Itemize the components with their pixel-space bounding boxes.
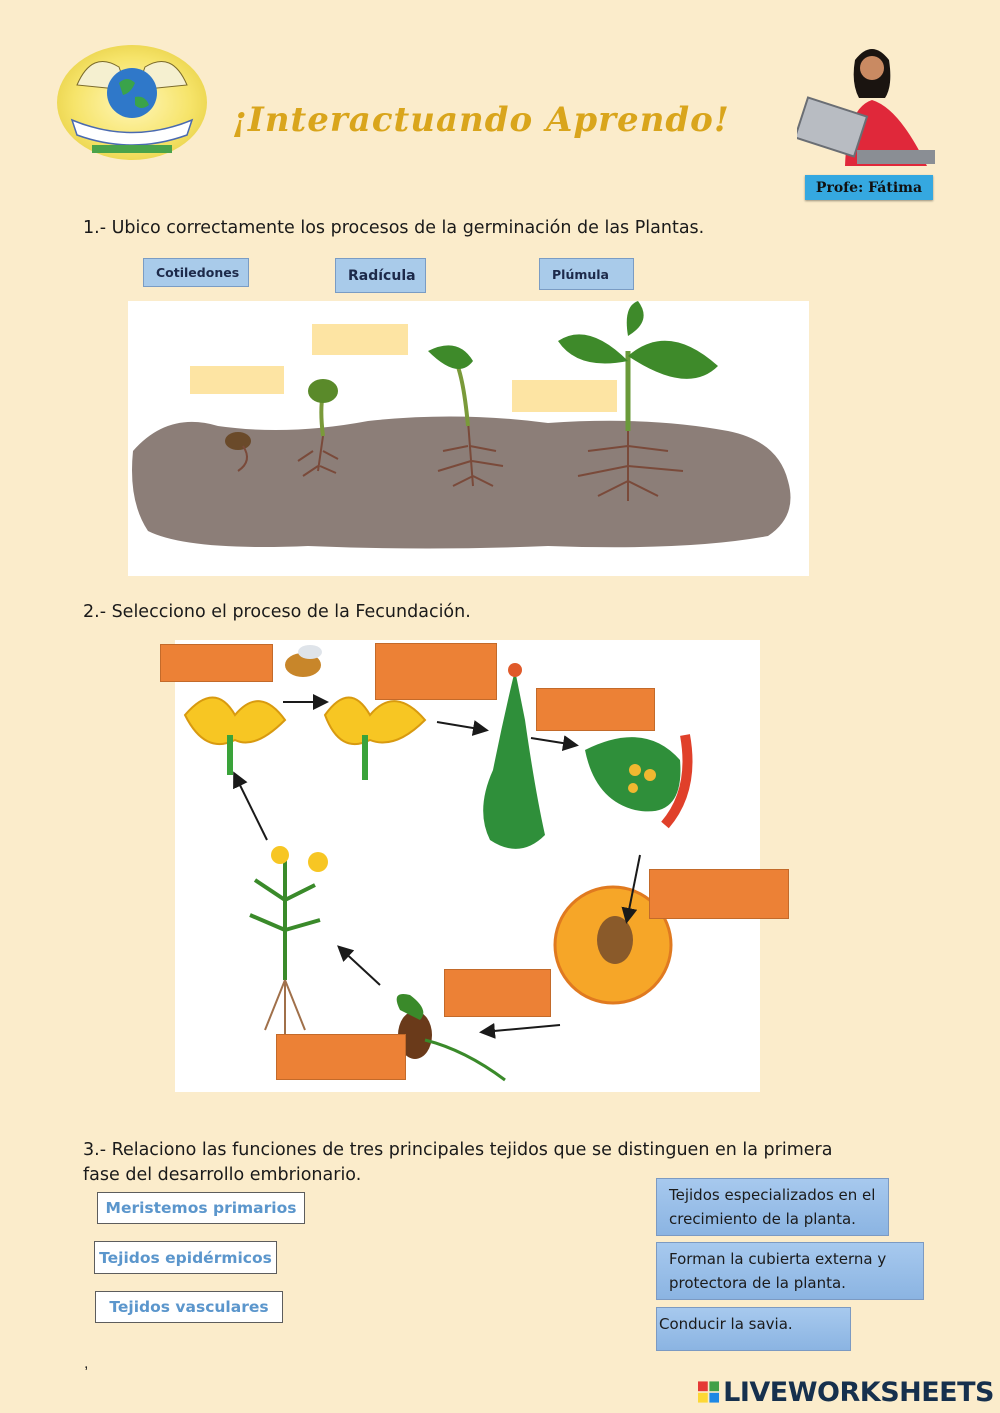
draggable-label-radicula[interactable]: Radícula [335,258,426,293]
tissue-tejidos-epidermicos[interactable]: Tejidos epidérmicos [94,1241,277,1274]
question-1: 1.- Ubico correctamente los procesos de … [83,218,705,238]
teacher-photo [793,38,937,166]
drop-slot-fecundacion-3[interactable] [536,688,655,731]
teacher-name-badge: Profe: Fátima [805,175,933,200]
germination-illustration [128,301,809,576]
liveworksheets-brand: LIVEWORKSHEETS [723,1376,994,1408]
drop-slot-fecundacion-4[interactable] [649,869,789,919]
drop-slot-fecundacion-2[interactable] [375,643,497,700]
drop-slot-1[interactable] [190,366,284,394]
question-2: 2.- Selecciono el proceso de la Fecundac… [83,602,471,622]
stray-mark: , [84,1355,89,1372]
question-3-line-2: fase del desarrollo embrionario. [83,1165,362,1185]
function-crecimiento[interactable]: Tejidos especializados en el crecimiento… [656,1178,889,1236]
drop-slot-fecundacion-5[interactable] [444,969,551,1017]
page-title: ¡Interactuando Aprendo! [232,100,730,140]
drop-slot-3[interactable] [512,380,617,412]
drop-slot-2[interactable] [312,324,408,355]
drop-slot-fecundacion-1[interactable] [160,644,273,682]
draggable-label-plumula[interactable]: Plúmula [539,258,634,290]
tissue-meristemos-primarios[interactable]: Meristemos primarios [97,1192,305,1224]
question-3-line-1: 3.- Relaciono las funciones de tres prin… [83,1140,833,1160]
liveworksheets-logo: LIVEWORKSHEETS [698,1376,994,1408]
function-cubierta-externa[interactable]: Forman la cubierta externa y protectora … [656,1242,924,1300]
fertilization-cycle-illustration [175,640,760,1092]
liveworksheets-icon [698,1381,720,1403]
draggable-label-cotiledones[interactable]: Cotiledones [143,258,249,287]
function-conducir-savia[interactable]: Conducir la savia. [656,1307,851,1351]
school-logo [57,45,207,160]
tissue-tejidos-vasculares[interactable]: Tejidos vasculares [95,1291,283,1323]
drop-slot-fecundacion-6[interactable] [276,1034,406,1080]
